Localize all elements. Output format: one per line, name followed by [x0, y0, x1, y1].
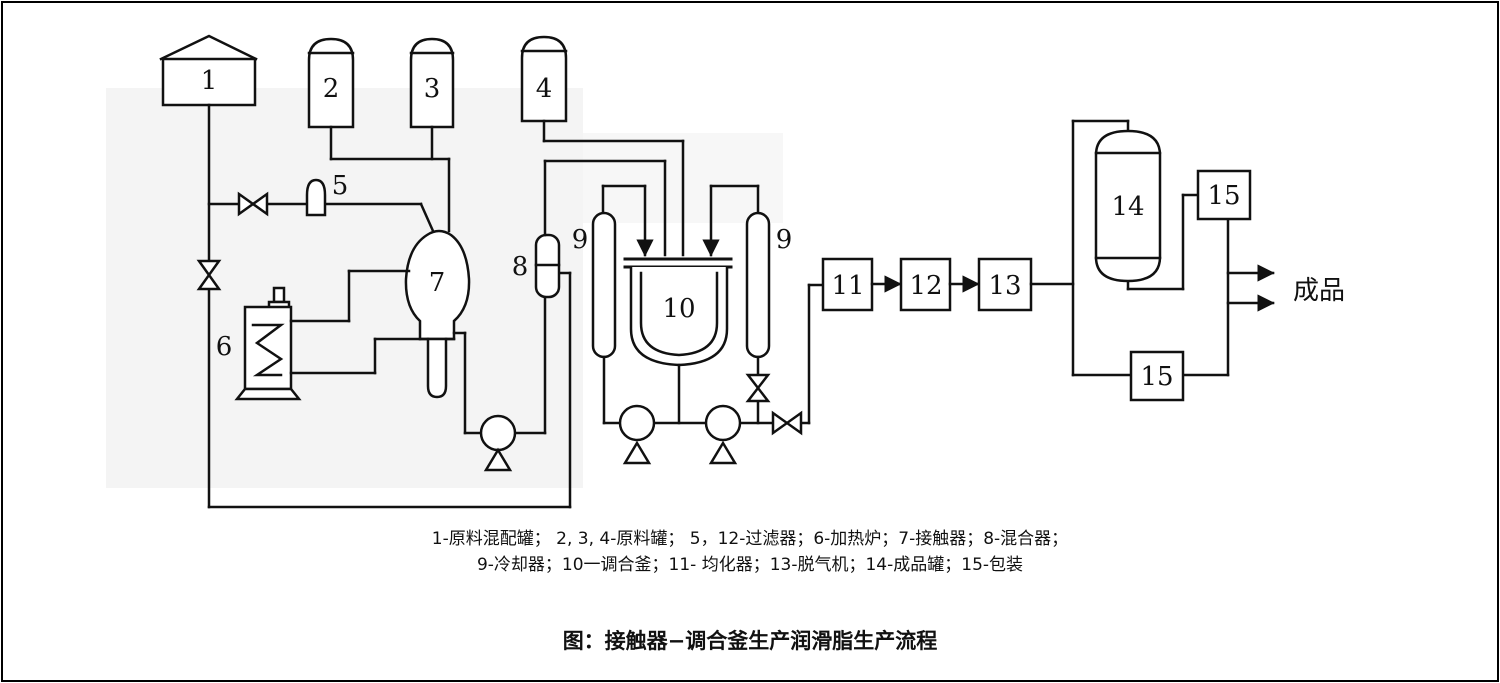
pipe-tanks-2-3	[329, 125, 451, 233]
tank-2	[307, 37, 355, 129]
cooler-9-left	[591, 211, 617, 359]
label-packaging-15-top: 15	[1207, 181, 1240, 211]
label-product-tank-14: 14	[1111, 192, 1144, 222]
label-tank-1: 1	[201, 66, 218, 96]
label-mixer-8: 8	[512, 252, 529, 282]
valve-icon	[745, 373, 771, 403]
pipe-to-filter-5	[207, 191, 435, 233]
homogenizer-11	[821, 257, 874, 312]
tank-4	[520, 35, 568, 123]
pipe-product-section	[1071, 119, 1275, 377]
pump-icon	[479, 414, 517, 472]
label-contactor-7: 7	[429, 268, 446, 298]
filter-12	[899, 257, 952, 312]
pump-icon	[704, 404, 742, 465]
degasser-13	[977, 257, 1033, 312]
label-furnace-6: 6	[216, 332, 233, 362]
cooler-9-right	[745, 211, 771, 359]
valve-icon	[196, 259, 222, 291]
process-flow-diagram: 1 2 3 4 5 6 7 8 9 9 10 11 12 13 14 15 15…	[106, 34, 1345, 509]
packaging-15-bottom	[1129, 350, 1185, 402]
label-packaging-15-bottom: 15	[1140, 362, 1173, 392]
pipe-tank1-feed	[207, 103, 572, 509]
label-kettle-10: 10	[662, 294, 695, 324]
label-tank-4: 4	[536, 74, 553, 104]
pipe-mixer-to-kettle	[543, 159, 667, 257]
pipe-furnace-contactor	[289, 269, 422, 375]
pipe-tank4-to-kettle	[542, 119, 685, 257]
label-tank-2: 2	[323, 74, 340, 104]
label-homogenizer-11: 11	[831, 271, 864, 301]
pipe-cooler-returns	[601, 184, 760, 257]
filter-5	[305, 178, 327, 217]
valve-icon	[771, 410, 803, 436]
pipe-contactor-pump-mixer	[452, 295, 547, 435]
label-tank-3: 3	[424, 74, 441, 104]
product-tank-14	[1094, 129, 1162, 283]
kettle-10	[623, 257, 733, 425]
figure-title: 图：接触器−调合釜生产润滑脂生产流程	[562, 629, 938, 653]
label-cooler-9-left: 9	[572, 225, 589, 255]
label-filter-12: 12	[909, 271, 942, 301]
mixer-8	[534, 233, 561, 299]
packaging-15-top	[1196, 169, 1252, 221]
pipe-kettle-loop	[602, 283, 825, 425]
label-cooler-9-right: 9	[776, 225, 793, 255]
legend-line-1: 1-原料混配罐； 2, 3, 4-原料罐； 5，12-过滤器；6-加热炉；7-接…	[431, 529, 1069, 549]
legend-line-2: 9-冷却器；10一调合釜；11- 均化器；13-脱气机；14-成品罐；15-包装	[476, 555, 1024, 575]
label-filter-5: 5	[332, 171, 349, 201]
furnace-6	[234, 286, 302, 401]
label-product: 成品	[1293, 276, 1345, 306]
pump-icon	[618, 404, 656, 465]
tank-3	[409, 37, 455, 129]
contactor-7	[404, 229, 471, 399]
label-degasser-13: 13	[988, 271, 1021, 301]
